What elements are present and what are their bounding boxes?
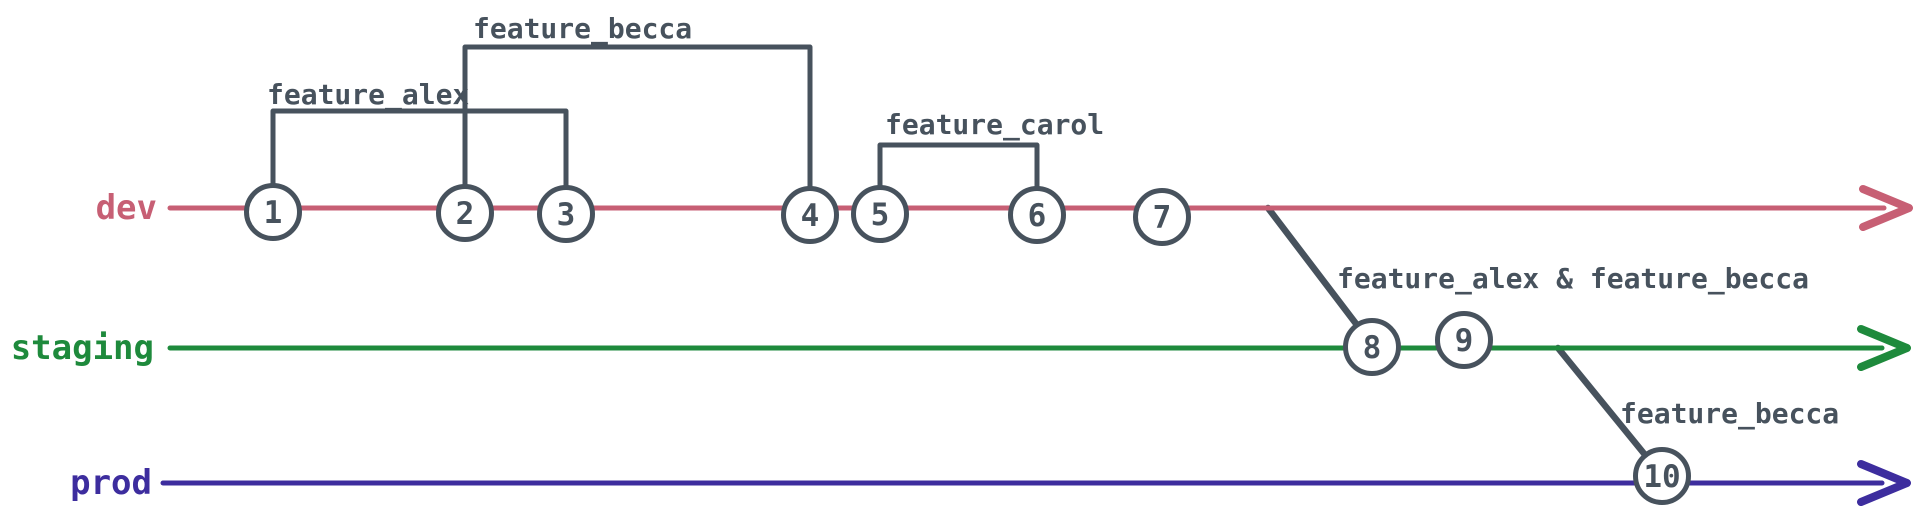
commit-node-3 <box>537 185 595 243</box>
arrow-right-icon-prod <box>1857 460 1911 506</box>
feature-label-feature_carol: feature_carol <box>885 108 1104 141</box>
commit-node-9 <box>1435 311 1493 369</box>
commit-node-10 <box>1633 447 1691 505</box>
feature-bracket-feature_carol <box>877 142 1040 192</box>
branch-label-staging: staging <box>11 328 154 368</box>
feature-label-feature_alex: feature_alex <box>267 78 469 111</box>
feature-label-feature_becca: feature_becca <box>473 12 692 45</box>
commit-number-9: 9 <box>1455 323 1474 359</box>
merge-edge-prod <box>1554 344 1650 460</box>
branch-label-dev: dev <box>96 188 157 228</box>
arrow-right-icon-staging <box>1857 325 1911 371</box>
feature-bracket-feature_alex <box>270 108 569 192</box>
commit-number-4: 4 <box>801 198 820 234</box>
commit-number-3: 3 <box>557 197 576 233</box>
commit-number-8: 8 <box>1363 330 1382 366</box>
merge-label-prod: feature_becca <box>1620 397 1839 430</box>
commit-number-2: 2 <box>456 196 475 232</box>
commit-number-7: 7 <box>1153 200 1172 236</box>
commit-node-2 <box>436 184 494 242</box>
commit-node-4 <box>781 186 839 244</box>
merge-label-staging: feature_alex & feature_becca <box>1337 262 1809 295</box>
merge-edge-staging <box>1264 204 1361 329</box>
arrow-right-icon-dev <box>1859 185 1913 231</box>
feature-bracket-feature_becca <box>462 44 813 193</box>
commit-node-7 <box>1133 188 1191 246</box>
commit-number-10: 10 <box>1643 459 1680 495</box>
commit-node-5 <box>851 185 909 243</box>
commit-number-5: 5 <box>871 197 890 233</box>
commit-node-1 <box>244 183 302 241</box>
commit-number-1: 1 <box>264 195 283 231</box>
commit-node-6 <box>1008 186 1066 244</box>
branch-label-prod: prod <box>70 463 152 503</box>
commit-node-8 <box>1343 318 1401 376</box>
commit-number-6: 6 <box>1028 198 1047 234</box>
